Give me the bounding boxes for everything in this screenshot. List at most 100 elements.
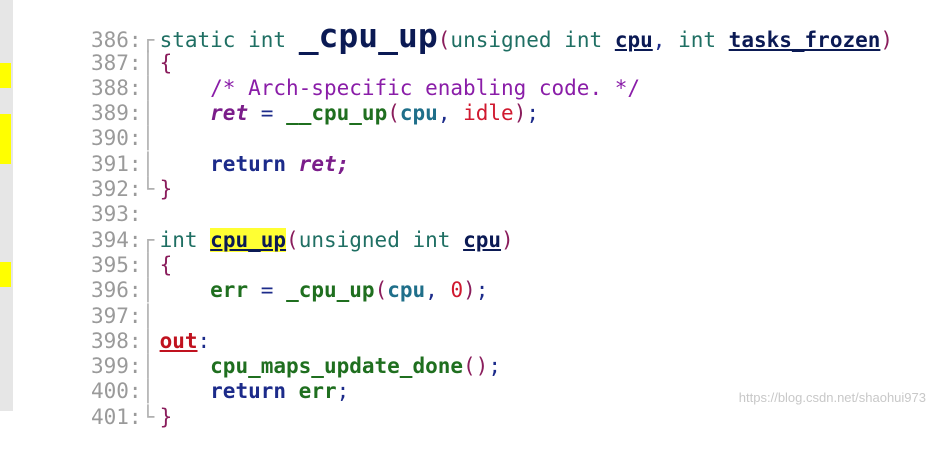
fold-marker: └ <box>141 404 155 429</box>
fold-marker[interactable]: ┌ <box>141 227 155 252</box>
change-marker <box>0 262 11 287</box>
keyword: unsigned <box>450 28 552 53</box>
code-line: 392:└} <box>14 152 934 201</box>
line-number: 397: <box>91 303 142 328</box>
fold-marker: │ <box>141 151 155 176</box>
code-line: 400:│ return err; <box>14 354 934 403</box>
brace: } <box>159 177 173 202</box>
paren: ) <box>513 101 527 126</box>
keyword: unsigned <box>298 227 400 252</box>
code-editor[interactable]: 386:┌static int _cpu_up(unsigned int cpu… <box>14 0 934 428</box>
line-number: 387: <box>91 50 142 75</box>
watermark-text: https://blog.csdn.net/shaohui973 <box>738 390 926 405</box>
line-number: 394: <box>91 227 142 252</box>
var-err[interactable]: err <box>210 278 249 303</box>
code-line: 395:│{ <box>14 228 934 277</box>
fold-marker: │ <box>141 303 155 328</box>
line-number: 393: <box>91 202 142 227</box>
keyword: int <box>678 28 717 53</box>
line-number: 398: <box>91 328 142 353</box>
fold-marker: │ <box>141 328 155 353</box>
comma: , <box>437 101 451 126</box>
fold-marker: └ <box>141 177 155 202</box>
paren: ( <box>374 278 388 303</box>
semicolon: ; <box>336 151 350 176</box>
semicolon: ; <box>475 278 489 303</box>
line-number: 386: <box>91 28 142 53</box>
function-name[interactable]: _cpu_up <box>298 16 438 56</box>
line-number: 395: <box>91 252 142 277</box>
line-number: 401: <box>91 404 142 429</box>
code-line: 391:│ return ret; <box>14 126 934 176</box>
line-number: 392: <box>91 177 142 202</box>
code-line: 394:┌int cpu_up(unsigned int cpu) <box>14 202 934 252</box>
code-line: 389:│ ret = __cpu_up(cpu, idle); <box>14 76 934 125</box>
brace: { <box>159 50 173 75</box>
line-number: 389: <box>91 101 142 126</box>
code-line: 390:│ <box>14 101 934 150</box>
fold-marker: │ <box>141 75 155 100</box>
fold-marker[interactable]: ┌ <box>141 28 155 53</box>
change-marker-gutter <box>0 0 13 411</box>
paren: ( <box>286 227 299 252</box>
brace: { <box>159 252 173 277</box>
fold-marker: │ <box>141 252 155 277</box>
colon: : <box>197 328 211 353</box>
code-line: 393: <box>14 177 934 226</box>
arg-zero: 0 <box>450 278 464 303</box>
code-line: 396:│ err = _cpu_up(cpu, 0); <box>14 253 934 302</box>
fold-marker: │ <box>141 126 155 151</box>
label-out[interactable]: out <box>159 328 198 353</box>
change-marker <box>0 63 11 88</box>
keyword: int <box>159 227 198 252</box>
var-ret[interactable]: ret <box>210 101 249 126</box>
line-number: 399: <box>91 354 142 379</box>
call-__cpu_up[interactable]: __cpu_up <box>286 101 388 126</box>
function-name-highlighted[interactable]: cpu_up <box>210 227 287 252</box>
line-number: 400: <box>91 379 142 404</box>
fold-marker: │ <box>141 379 155 404</box>
fold-marker: │ <box>141 278 155 303</box>
keyword: static <box>159 28 236 53</box>
param-cpu[interactable]: cpu <box>463 227 502 252</box>
operator: = <box>260 101 274 126</box>
arg-cpu[interactable]: cpu <box>387 278 426 303</box>
semicolon: ; <box>488 354 501 379</box>
comma: , <box>425 278 438 303</box>
code-line: 398:│out: <box>14 304 934 353</box>
paren: ) <box>463 278 476 303</box>
paren: ( <box>387 101 400 126</box>
var-err[interactable]: err <box>298 379 337 404</box>
var-ret[interactable]: ret <box>298 151 337 176</box>
code-line: 399:│ cpu_maps_update_done(); <box>14 329 934 378</box>
fold-marker: │ <box>141 50 155 75</box>
call-cpu-maps-update-done[interactable]: cpu_maps_update_done <box>210 354 464 379</box>
semicolon: ; <box>336 379 350 404</box>
line-number: 396: <box>91 278 142 303</box>
param-cpu[interactable]: cpu <box>614 28 653 53</box>
arg-idle[interactable]: idle <box>463 101 514 126</box>
paren: ( <box>437 28 451 53</box>
line-number: 388: <box>91 75 142 100</box>
code-comment: /* Arch-specific enabling code. */ <box>210 75 641 100</box>
arg-cpu[interactable]: cpu <box>399 101 438 126</box>
line-number: 390: <box>91 126 142 151</box>
change-marker <box>0 114 11 164</box>
code-line: 386:┌static int _cpu_up(unsigned int cpu… <box>14 0 934 52</box>
keyword: int <box>412 227 451 252</box>
code-line: 388:│ /* Arch-specific enabling code. */ <box>14 51 934 100</box>
keyword-return: return <box>210 151 287 176</box>
paren: () <box>463 354 489 379</box>
code-line: 387:│{ <box>14 25 934 75</box>
keyword: int <box>248 28 287 53</box>
semicolon: ; <box>526 101 540 126</box>
fold-marker: │ <box>141 354 155 379</box>
code-line: 397:│ <box>14 278 934 328</box>
operator: = <box>260 278 274 303</box>
param-tasks-frozen[interactable]: tasks_frozen <box>728 28 881 53</box>
keyword-return: return <box>210 379 287 404</box>
line-number: 391: <box>91 151 142 176</box>
keyword: int <box>564 28 603 53</box>
brace: } <box>159 404 173 429</box>
call-_cpu_up[interactable]: _cpu_up <box>286 278 375 303</box>
